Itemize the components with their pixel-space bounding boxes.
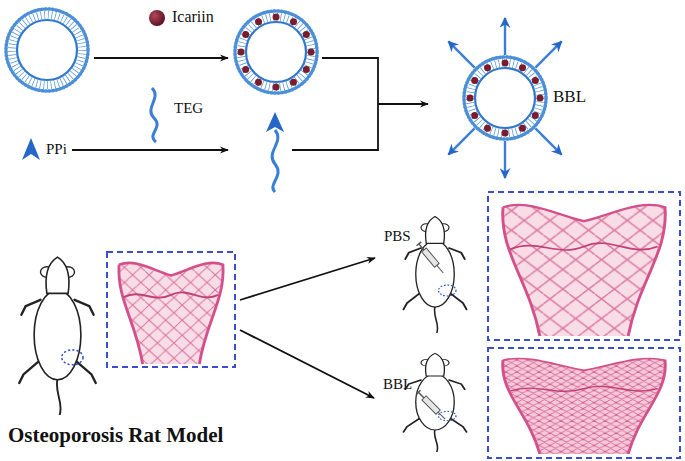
peg-ppi-chain	[448, 128, 474, 154]
liposome-outline	[425, 10, 615, 190]
treatment-label: PBS	[384, 228, 411, 245]
peg-ppi-chain	[535, 128, 561, 154]
molecule-label: Icariin	[172, 8, 214, 26]
peg-ppi-chain	[448, 41, 474, 67]
molecule-label: TEG	[174, 100, 203, 117]
lipid-bilayer	[464, 57, 546, 139]
icariin-load	[470, 63, 540, 133]
node-label: BBL	[553, 87, 586, 107]
peg-ppi-chain	[504, 18, 506, 55]
peg-ppi-chain	[535, 41, 561, 67]
liposome-node: BBL	[425, 10, 615, 190]
model-label: Osteoporosis Rat Model	[8, 423, 223, 447]
molecule-label: PPi	[46, 141, 67, 158]
peg-ppi-chain	[504, 141, 506, 178]
treatment-label: BBL	[383, 376, 412, 393]
